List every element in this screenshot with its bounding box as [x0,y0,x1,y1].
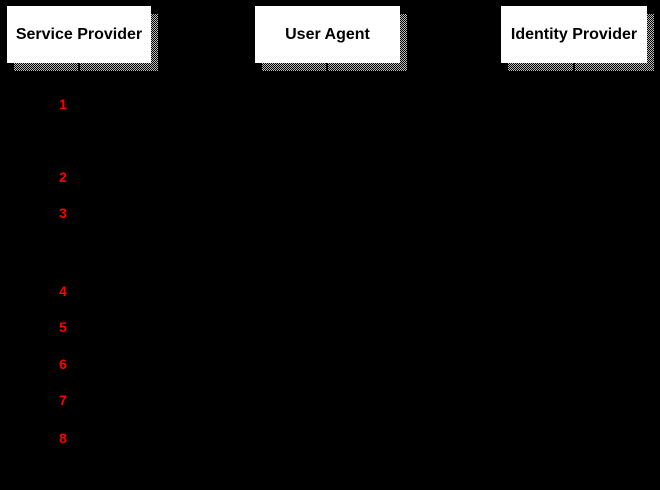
actor-label-user-agent: User Agent [285,25,370,43]
actor-box-user-agent: User Agent [255,6,400,63]
actor-box-service-provider: Service Provider [7,6,151,63]
actor-label-service-provider: Service Provider [15,25,143,43]
lifeline-user-agent [326,63,328,490]
step-number-7: 7 [59,392,67,408]
step-number-4: 4 [59,283,67,299]
actor-label-identity-provider: Identity Provider [510,25,638,43]
step-number-3: 3 [59,205,67,221]
step-number-5: 5 [59,319,67,335]
lifeline-service-provider [78,63,80,490]
step-number-6: 6 [59,356,67,372]
step-number-1: 1 [59,96,67,112]
lifeline-identity-provider [573,63,575,490]
step-number-2: 2 [59,169,67,185]
actor-box-identity-provider: Identity Provider [501,6,647,63]
step-number-8: 8 [59,430,67,446]
